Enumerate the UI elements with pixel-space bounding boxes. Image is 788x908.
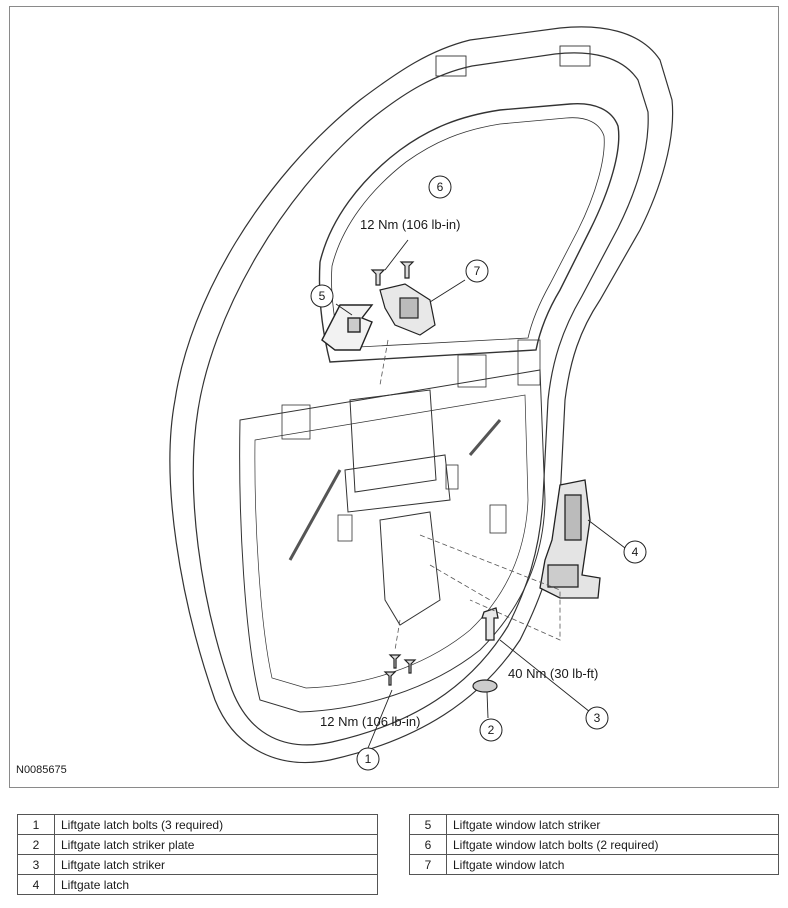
figure-id: N0085675 xyxy=(16,764,67,776)
svg-text:6: 6 xyxy=(437,180,444,194)
callout-5: 5 xyxy=(310,284,334,308)
legend-num: 4 xyxy=(17,874,55,895)
leader-lines xyxy=(335,239,626,749)
svg-text:7: 7 xyxy=(474,264,481,278)
svg-text:1: 1 xyxy=(365,752,372,766)
legend-num: 7 xyxy=(409,854,447,875)
legend-label: Liftgate latch striker xyxy=(54,854,378,875)
svg-text:3: 3 xyxy=(594,711,601,725)
legend-num: 5 xyxy=(409,814,447,835)
legend-label: Liftgate latch bolts (3 required) xyxy=(54,814,378,835)
callout-2: 2 xyxy=(479,718,503,742)
legend-label: Liftgate latch striker plate xyxy=(54,834,378,855)
callout-1: 1 xyxy=(356,747,380,771)
window-latch-striker-part xyxy=(321,304,374,351)
liftgate-latch-part xyxy=(539,479,601,599)
liftgate-latch-bolts-part xyxy=(383,654,417,686)
callout-6: 6 xyxy=(428,175,452,199)
window-latch-bolts-part xyxy=(370,261,415,286)
legend-label: Liftgate window latch striker xyxy=(446,814,779,835)
callout-3-torque: 40 Nm (30 lb-ft) xyxy=(508,666,598,681)
callout-3: 3 xyxy=(585,706,609,730)
callout-4: 4 xyxy=(623,540,647,564)
alignment-lines xyxy=(379,339,561,651)
liftgate-outline xyxy=(169,26,674,764)
svg-text:5: 5 xyxy=(319,289,326,303)
window-latch-part xyxy=(379,283,436,336)
callout-6-torque: 12 Nm (106 lb-in) xyxy=(360,217,460,232)
liftgate-diagram: 6 12 Nm (106 lb-in) 7 5 4 40 Nm (30 lb-f… xyxy=(169,26,674,771)
legend-num: 6 xyxy=(409,834,447,855)
liftgate-latch-striker-part xyxy=(481,607,499,641)
legend-label: Liftgate window latch xyxy=(446,854,779,875)
legend-label: Liftgate window latch bolts (2 required) xyxy=(446,834,779,855)
legend-num: 3 xyxy=(17,854,55,875)
legend-label: Liftgate latch xyxy=(54,874,378,895)
callout-1-torque: 12 Nm (106 lb-in) xyxy=(320,714,420,729)
striker-plate-part xyxy=(472,679,498,693)
legend-num: 2 xyxy=(17,834,55,855)
callout-7: 7 xyxy=(465,259,489,283)
legend-num: 1 xyxy=(17,814,55,835)
svg-text:4: 4 xyxy=(632,545,639,559)
svg-text:2: 2 xyxy=(488,723,495,737)
